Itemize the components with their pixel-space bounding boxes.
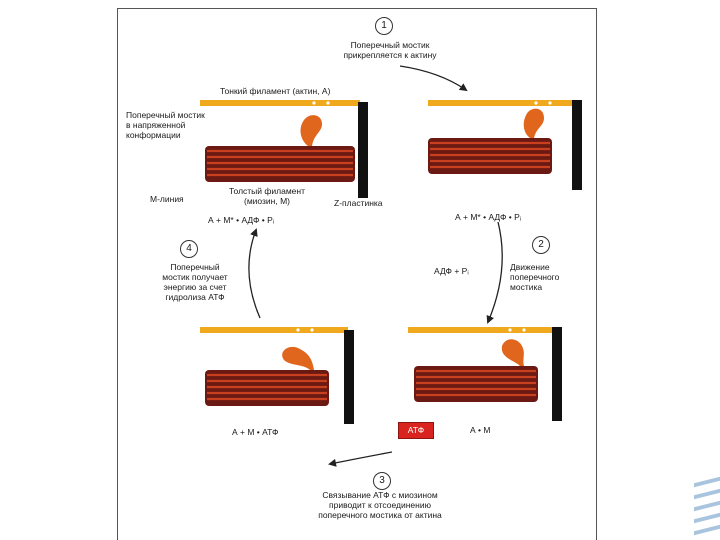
thin-filament-label: Тонкий филамент (актин, А) [220, 86, 331, 96]
myosin-head [523, 108, 544, 138]
step-text-1: Поперечный мостик прикрепляется к актину [343, 40, 437, 60]
step-text-3: Связывание АТФ с миозином приводит к отс… [318, 490, 442, 520]
thin-filament [408, 327, 558, 333]
z-disc [358, 102, 368, 198]
step-number-3: 3 [373, 472, 391, 490]
z-disc-label: Z-пластинка [334, 198, 383, 208]
z-disc [572, 100, 582, 190]
thick-filament [428, 138, 552, 174]
cycle-arrow-4-to-1 [248, 228, 261, 319]
sarcomere-panel-bottom-left [200, 327, 354, 424]
state-bottom-left: А + М • АТФ [232, 427, 279, 437]
atp-box: АТФ [398, 422, 434, 439]
myosin-head [501, 339, 524, 366]
myosin-head [282, 346, 314, 370]
thin-filament [200, 327, 348, 333]
state-top-left: А + М* • АДФ • Pᵢ [208, 215, 275, 225]
step-text-4: Поперечный мостик получает энергию за сч… [162, 262, 228, 302]
cycle-arrow-1-to-2 [399, 65, 468, 92]
m-line-label: М-линия [150, 194, 184, 204]
thick-filament-label: Толстый филамент (миозин, М) [229, 186, 305, 206]
cycle-arrow-3-to-4 [328, 451, 393, 467]
z-disc [344, 330, 354, 424]
cycle-arrow-2-to-3 [486, 221, 503, 324]
state-top-right: А + М* • АДФ • Pᵢ [455, 212, 522, 222]
step-number-2: 2 [532, 236, 550, 254]
state-bottom-right: А • М [470, 425, 491, 435]
thick-filament [205, 146, 355, 182]
state-release: АДФ + Pᵢ [434, 266, 469, 276]
step-number-4: 4 [180, 240, 198, 258]
step-number-1: 1 [375, 17, 393, 35]
thick-filament [414, 366, 538, 402]
cross-bridge-label: Поперечный мостик в напряженной конформа… [126, 110, 205, 140]
sarcomere-panel-bottom-right [408, 327, 562, 421]
z-disc [552, 327, 562, 421]
sarcomere-panel-top-left [200, 100, 368, 198]
step-text-2: Движение поперечного мостика [510, 262, 560, 292]
thin-filament [428, 100, 578, 106]
sarcomere-panel-top-right [428, 100, 582, 190]
thin-filament [200, 100, 360, 106]
myosin-head [300, 115, 322, 146]
diagram-frame [117, 8, 597, 540]
thick-filament [205, 370, 329, 406]
